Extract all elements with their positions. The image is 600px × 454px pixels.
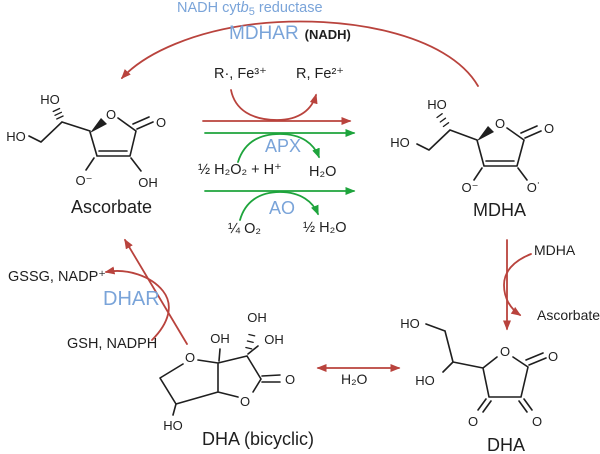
dha-bicyclic-ho-bottom: HO: [163, 418, 183, 433]
apx-substrates-label: ½ H₂O₂ + H⁺: [198, 162, 282, 178]
mdha-o-minus: O⁻: [462, 180, 479, 195]
arrow-fenton-catalysis: [230, 89, 318, 121]
dha-o-carbonyl-right: O: [548, 349, 558, 364]
apx-enzyme-label: APX: [265, 136, 302, 156]
reductase-text-sub: 5: [248, 6, 255, 18]
dha-o-ring: O: [500, 344, 510, 359]
ao-enzyme-label: AO: [269, 198, 296, 218]
dhar-enzyme-label: DHAR: [103, 288, 160, 310]
dha-bicyclic-oh-left: OH: [210, 331, 230, 346]
ascorbate-o-carbonyl: O: [156, 115, 166, 130]
ascorbate-o-ring: O: [106, 107, 116, 122]
arrow-apx-catalysis: [237, 133, 320, 163]
hydration-water-label: H₂O: [341, 371, 368, 387]
dhar-products-label: GSSG, NADP⁺: [8, 269, 106, 285]
reductase-text-1: NADH cyt: [177, 0, 241, 16]
dha-bicyclic-o-ring-left: O: [185, 350, 195, 365]
dha-bicyclic-o-ring-bottom: O: [240, 394, 250, 409]
disproportionation-product-label: Ascorbate: [537, 307, 600, 323]
dha-bicyclic-name: DHA (bicyclic): [202, 429, 315, 449]
dha-o-carbonyl-bottom-right: O: [532, 414, 542, 429]
dha-ho-top: HO: [400, 316, 420, 331]
dha-bicyclic-o-carbonyl: O: [285, 372, 295, 387]
arrow-dha-to-ascorbate: [124, 238, 188, 345]
fenton-products-label: R, Fe²⁺: [296, 66, 344, 82]
mdha-o-ring: O: [495, 116, 505, 131]
arrow-ao-catalysis: [239, 191, 319, 221]
ascorbate-o-minus: O⁻: [76, 173, 93, 188]
mdha-o-radical: O˙: [527, 180, 541, 195]
disproportionation-substrate-label: MDHA: [534, 242, 576, 258]
mdha-ho-left: HO: [390, 135, 410, 150]
arrow-dhar-catalysis: [104, 266, 170, 341]
dha-bicyclic-oh-right: OH: [264, 332, 284, 347]
ascorbate-ho-top: HO: [40, 92, 60, 107]
reductase-text-b: b: [240, 0, 249, 16]
arrows: [104, 20, 532, 372]
mdha-name: MDHA: [473, 200, 526, 220]
ascorbate-structure: HO HO O O O⁻ OH: [6, 92, 166, 190]
mdha-o-carbonyl: O: [544, 121, 554, 136]
dha-ho-mid: HO: [415, 373, 435, 388]
arrow-disproportionation: [503, 253, 532, 316]
dha-structure: HO HO O O O O: [400, 316, 558, 429]
dha-bicyclic-structure: OH OH OH O O O HO: [159, 310, 295, 433]
reductase-text-2: reductase: [258, 0, 323, 16]
dha-name: DHA: [487, 435, 526, 454]
mdha-structure: HO HO O O O⁻ O˙: [390, 97, 554, 195]
dhar-substrates-label: GSH, NADPH: [67, 336, 158, 352]
mdhar-enzyme: MDHAR: [229, 23, 299, 44]
dha-bicyclic-oh-top: OH: [247, 310, 267, 325]
ao-substrate-label: ¼ O₂: [228, 221, 262, 237]
ao-product-label: ½ H₂O: [303, 220, 347, 236]
apx-product-label: H₂O: [309, 164, 337, 180]
ascorbate-name: Ascorbate: [71, 197, 153, 217]
mdha-ho-top: HO: [427, 97, 447, 112]
arrow-mdhar-cycle: [120, 20, 479, 87]
fenton-substrates-label: R·, Fe³⁺: [214, 66, 267, 82]
ascorbate-oh: OH: [138, 175, 158, 190]
dha-o-carbonyl-bottom-left: O: [468, 414, 478, 429]
mdhar-cofactor: (NADH): [304, 27, 351, 42]
mdhar-label: MDHAR (NADH): [229, 23, 351, 45]
ascorbate-ho-left: HO: [6, 129, 26, 144]
